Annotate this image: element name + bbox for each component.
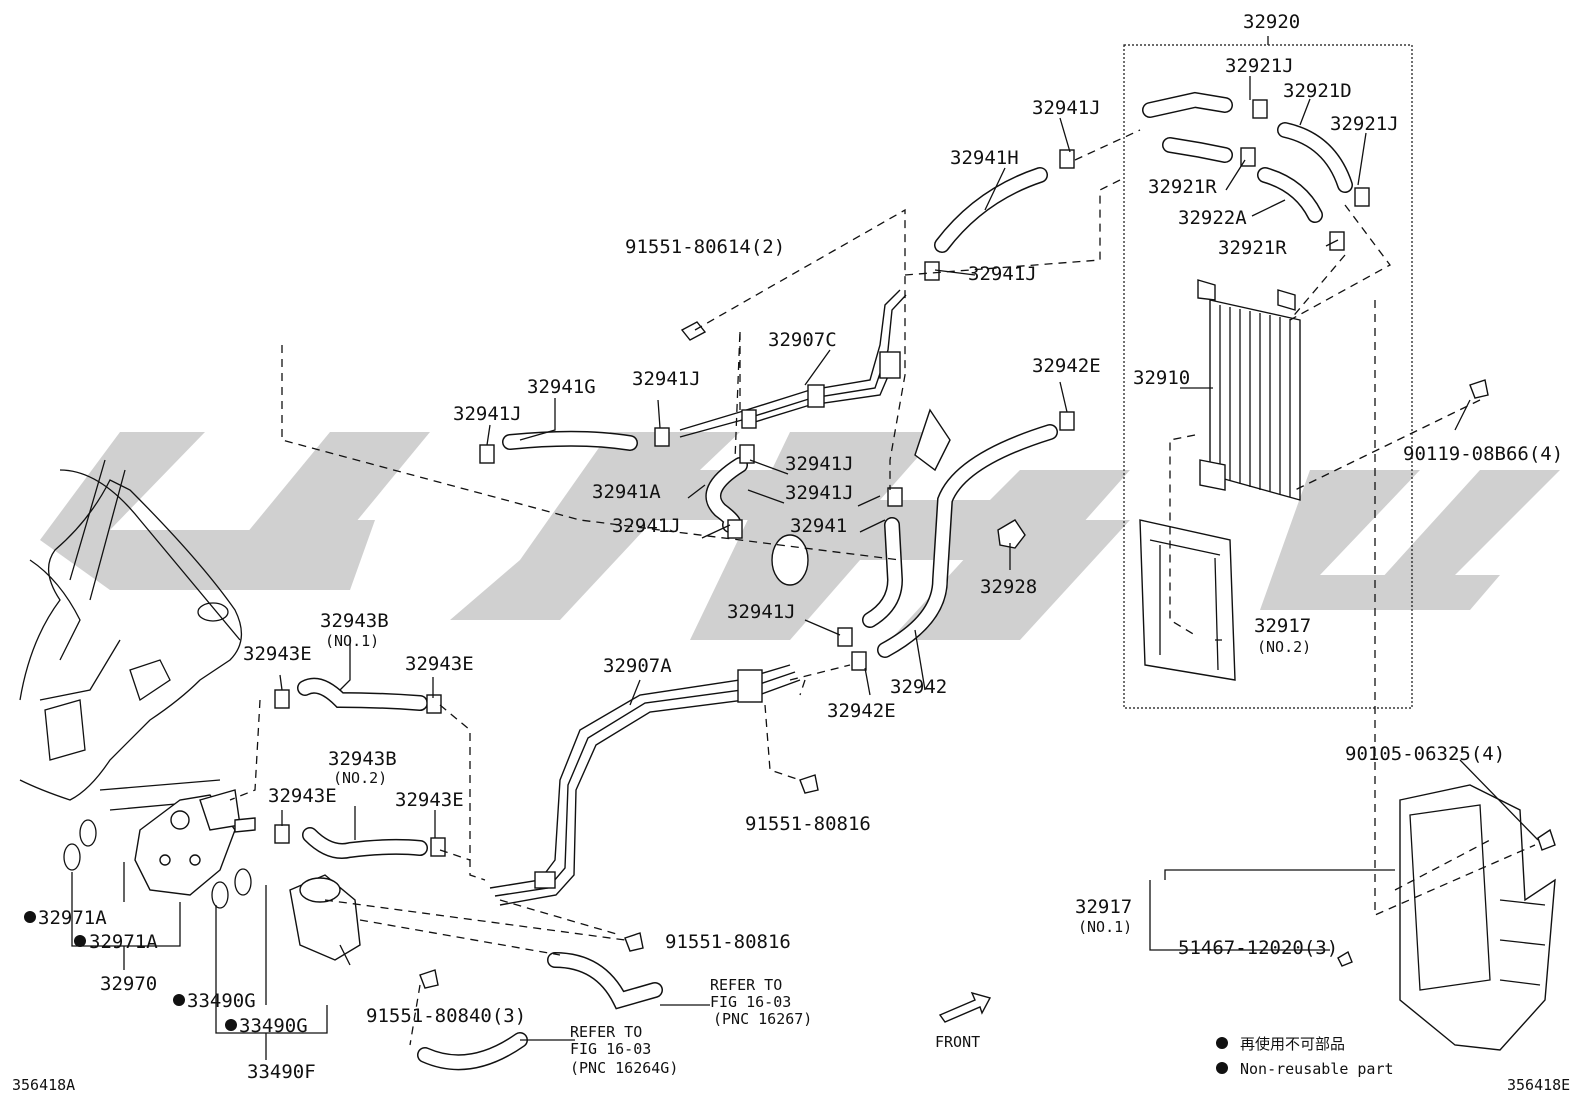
refer-label-2c: (PNC 16264G): [570, 1059, 678, 1077]
legend-dot-icon: [1216, 1062, 1228, 1074]
label-32970: 32970: [100, 973, 157, 995]
label-32943E: 32943E: [268, 785, 337, 807]
label-32921J: 32921J: [1225, 55, 1294, 77]
label-32943B-sub: (NO.1): [325, 632, 379, 650]
refer-label-2b: FIG 16-03: [570, 1040, 651, 1058]
legend-nonreuse-label: Non-reusable part: [1240, 1060, 1394, 1078]
label-32941J: 32941J: [968, 263, 1037, 285]
label-90105-06325: 90105-06325(4): [1345, 743, 1505, 765]
refer-label-1c: (PNC 16267): [713, 1010, 812, 1028]
label-32941: 32941: [790, 515, 847, 537]
label-32921R: 32921R: [1218, 237, 1287, 259]
refer-label-1a: REFER TO: [710, 976, 782, 994]
label-32921J: 32921J: [1330, 113, 1399, 135]
transmission-housing: [19, 459, 242, 811]
label-32941J: 32941J: [785, 453, 854, 475]
label-33490G: 33490G: [187, 990, 256, 1012]
label-91551-80614: 91551-80614(2): [625, 236, 785, 258]
label-32942E: 32942E: [1032, 355, 1101, 377]
label-32943B-sub: (NO.2): [333, 769, 387, 787]
label-32921D: 32921D: [1283, 80, 1352, 102]
part-labels: 32920 32921J 32921D 32921J 32921R 32922A…: [12, 11, 1570, 1094]
hoses: [297, 91, 1353, 1071]
front-label: FRONT: [935, 1033, 980, 1051]
ref-id-left: 356418A: [12, 1076, 75, 1094]
label-33490F: 33490F: [247, 1061, 316, 1083]
nonreusable-dot-icon: [74, 935, 86, 947]
oil-cooler-33490F: [289, 874, 361, 966]
clamps: [274, 99, 1370, 857]
label-32920: 32920: [1243, 11, 1300, 33]
nonreusable-dot-icon: [173, 994, 185, 1006]
label-32941J: 32941J: [1032, 97, 1101, 119]
label-91551-80816: 91551-80816: [665, 931, 791, 953]
label-33490G: 33490G: [239, 1015, 308, 1037]
label-32917: 32917: [1254, 615, 1311, 637]
label-32943E: 32943E: [243, 643, 312, 665]
label-32917-sub: (NO.1): [1078, 918, 1132, 936]
pipe-32907A: [489, 664, 801, 906]
nonreusable-dot-icon: [24, 911, 36, 923]
label-32941G: 32941G: [527, 376, 596, 398]
label-32907A: 32907A: [603, 655, 672, 677]
grommet: [771, 534, 809, 586]
label-32941J: 32941J: [612, 515, 681, 537]
label-32943E: 32943E: [405, 653, 474, 675]
label-32922A: 32922A: [1178, 207, 1247, 229]
refer-label-2a: REFER TO: [570, 1023, 642, 1041]
label-32941J: 32941J: [453, 403, 522, 425]
label-32941J: 32941J: [785, 482, 854, 504]
label-32943B: 32943B: [328, 748, 397, 770]
label-32928: 32928: [980, 576, 1037, 598]
label-32941J: 32941J: [727, 601, 796, 623]
o-ring-33490G-2: [234, 868, 252, 896]
air-guide-32917-no1: [1399, 784, 1556, 1051]
label-32941H: 32941H: [950, 147, 1019, 169]
o-ring-33490G: [211, 881, 229, 909]
label-32921R: 32921R: [1148, 176, 1217, 198]
label-91551-80816: 91551-80816: [745, 813, 871, 835]
label-32907C: 32907C: [768, 329, 837, 351]
label-32971A: 32971A: [38, 907, 107, 929]
label-32943B: 32943B: [320, 610, 389, 632]
o-ring-32971A: [79, 819, 97, 847]
leader-lines: [279, 76, 1539, 1041]
nonreusable-dot-icon: [225, 1019, 237, 1031]
label-32971A: 32971A: [89, 931, 158, 953]
o-ring-32971A-2: [63, 843, 81, 871]
label-32917: 32917: [1075, 896, 1132, 918]
label-32941J: 32941J: [632, 368, 701, 390]
refer-label-1b: FIG 16-03: [710, 993, 791, 1011]
ref-id-right: 356418E: [1507, 1076, 1570, 1094]
label-90119-08B66: 90119-08B66(4): [1403, 443, 1563, 465]
label-32910: 32910: [1133, 367, 1190, 389]
watermark-logo: [40, 432, 1560, 640]
label-32917-sub: (NO.2): [1257, 638, 1311, 656]
label-32943E: 32943E: [395, 789, 464, 811]
bolts: [419, 321, 1556, 989]
label-32941A: 32941A: [592, 481, 661, 503]
oil-cooler-32910: [1197, 279, 1301, 501]
legend-dot-icon: [1216, 1037, 1228, 1049]
label-32942E: 32942E: [827, 700, 896, 722]
label-32942: 32942: [890, 676, 947, 698]
air-guide-32917-no2: [1139, 519, 1236, 681]
front-arrow-icon: [938, 991, 992, 1023]
dashed-guides: [229, 129, 1536, 1046]
label-91551-80840: 91551-80840(3): [366, 1005, 526, 1027]
bracket-32928: [997, 519, 1026, 549]
legend-reuse-label: 再使用不可部品: [1240, 1035, 1345, 1053]
bracket-mount: [914, 408, 951, 472]
pipe-32907C: [679, 289, 907, 438]
label-51467-12020: 51467-12020(3): [1178, 937, 1338, 959]
